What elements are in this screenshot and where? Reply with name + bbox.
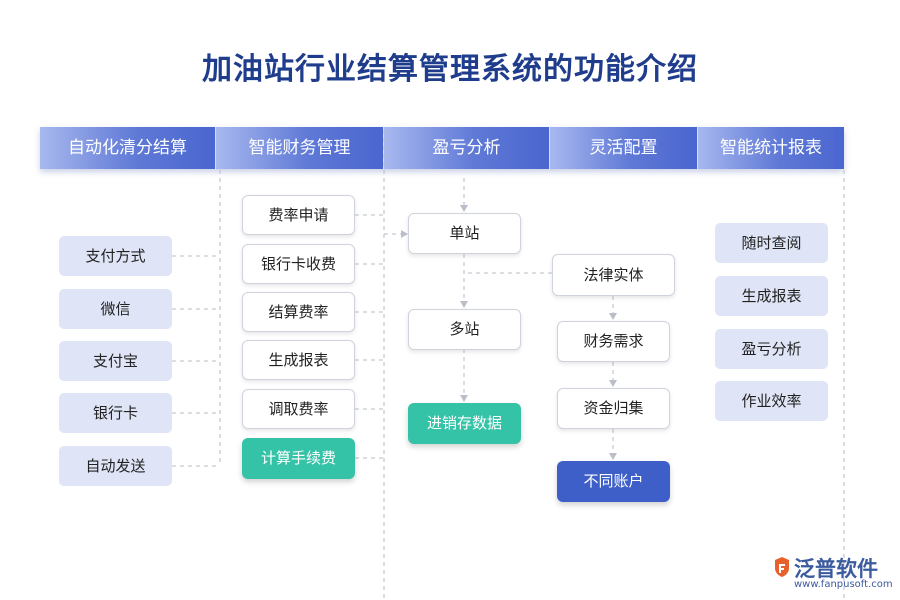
header-smart-reports: 智能统计报表 [698, 127, 844, 169]
logo-url: www.fanpusoft.com [794, 579, 893, 590]
node-calc-fee: 计算手续费 [242, 438, 355, 479]
node-bank-card: 银行卡 [59, 393, 172, 433]
node-legal-entity: 法律实体 [552, 254, 675, 296]
logo-name: 泛普软件 [794, 557, 878, 581]
header-profit-loss: 盈亏分析 [384, 127, 550, 169]
node-query-anytime: 随时查阅 [715, 223, 828, 263]
node-bank-card-fee: 银行卡收费 [242, 244, 355, 284]
category-header-bar: 自动化清分结算 智能财务管理 盈亏分析 灵活配置 智能统计报表 [40, 127, 844, 169]
node-different-accounts: 不同账户 [557, 461, 670, 502]
node-single-station: 单站 [408, 213, 521, 254]
node-alipay: 支付宝 [59, 341, 172, 381]
node-finance-needs: 财务需求 [557, 321, 670, 362]
logo-icon [775, 557, 789, 577]
node-inventory-data: 进销存数据 [408, 403, 521, 444]
node-wechat: 微信 [59, 289, 172, 329]
node-rate-application: 费率申请 [242, 195, 355, 235]
header-flexible-config: 灵活配置 [550, 127, 698, 169]
node-fetch-rate: 调取费率 [242, 389, 355, 429]
node-work-efficiency: 作业效率 [715, 381, 828, 421]
node-profit-analysis: 盈亏分析 [715, 329, 828, 369]
page-title: 加油站行业结算管理系统的功能介绍 [202, 52, 698, 87]
node-auto-send: 自动发送 [59, 446, 172, 486]
node-payment-method: 支付方式 [59, 236, 172, 276]
node-generate-report-5: 生成报表 [715, 276, 828, 316]
node-settlement-rate: 结算费率 [242, 292, 355, 332]
node-multi-station: 多站 [408, 309, 521, 350]
node-generate-report-2: 生成报表 [242, 340, 355, 380]
brand-logo: 泛普软件 www.fanpusoft.com [772, 553, 897, 595]
header-auto-settlement: 自动化清分结算 [40, 127, 216, 169]
node-fund-pooling: 资金归集 [557, 388, 670, 429]
